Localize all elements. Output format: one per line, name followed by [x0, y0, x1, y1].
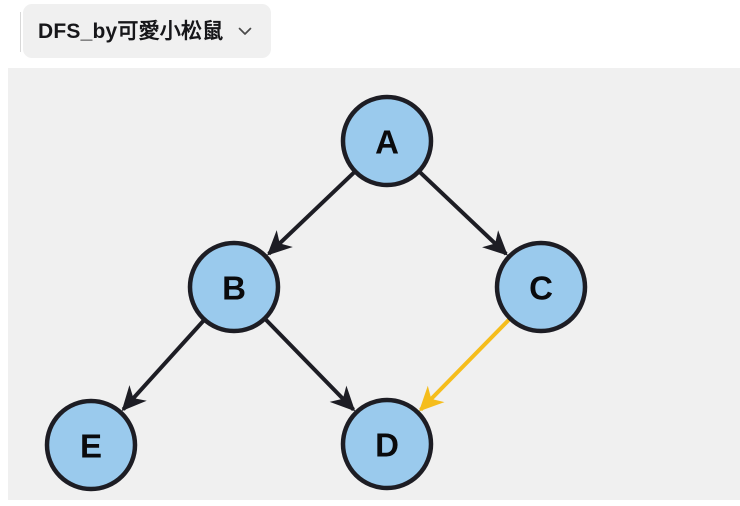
graph-node-b[interactable]: B [187, 240, 281, 334]
graph-edge-b-d[interactable] [263, 317, 356, 412]
diagram-canvas[interactable]: A B C D E [8, 68, 740, 500]
node-label-c: C [529, 270, 553, 307]
node-circle-b[interactable] [187, 240, 281, 334]
graph-edge-b-e[interactable] [121, 319, 206, 412]
node-label-a: A [375, 124, 399, 161]
graph-node-a[interactable]: A [340, 94, 434, 188]
node-label-e: E [80, 428, 102, 465]
graph-node-c[interactable]: C [494, 240, 588, 334]
graph-node-d[interactable]: D [340, 397, 434, 491]
graph-node-e[interactable]: E [44, 398, 138, 492]
edge-layer [121, 170, 511, 412]
graph-svg: A B C D E [44, 94, 588, 492]
node-circle-e[interactable] [44, 398, 138, 492]
node-layer: A B C D E [44, 94, 588, 492]
header-bar: DFS_by可愛小松鼠 [0, 0, 740, 66]
graph-edge-a-b[interactable] [267, 170, 356, 256]
node-circle-a[interactable] [340, 94, 434, 188]
bottom-margin-strip [0, 500, 740, 506]
node-circle-c[interactable] [494, 240, 588, 334]
node-circle-d[interactable] [340, 397, 434, 491]
document-tab[interactable]: DFS_by可愛小松鼠 [23, 4, 272, 58]
chevron-down-icon[interactable] [235, 21, 255, 41]
header-divider [20, 12, 21, 52]
node-label-b: B [222, 270, 246, 307]
document-tab-title: DFS_by可愛小松鼠 [38, 19, 224, 43]
graph-edge-a-c[interactable] [418, 170, 508, 256]
node-label-d: D [375, 427, 399, 464]
graph-edge-c-d[interactable] [418, 317, 511, 412]
left-margin-strip [0, 68, 8, 506]
